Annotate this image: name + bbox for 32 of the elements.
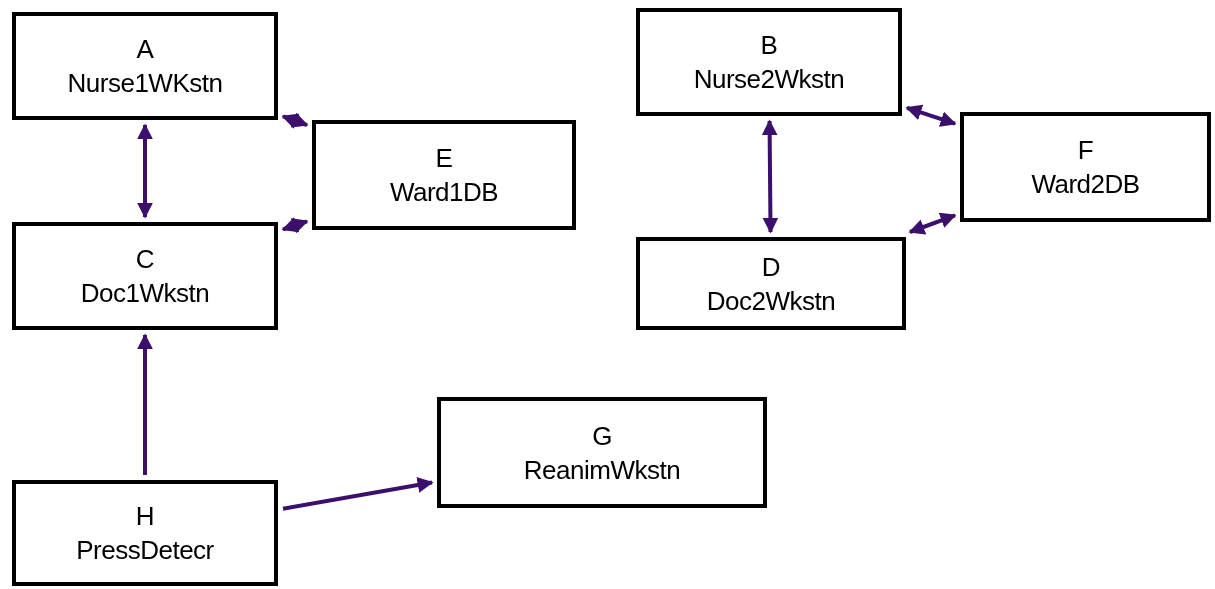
process-box [437,397,767,508]
node-label: Ward2DB [1031,168,1140,201]
arrow [905,104,957,127]
process-box [312,120,576,230]
process-box [12,12,278,120]
node-label: B [760,29,778,62]
arrow [137,333,153,475]
process-box [12,222,278,330]
arrow [908,212,957,235]
node-label: PressDetecr [76,534,214,567]
process-box [12,480,278,586]
node-label: Doc2Wkstn [706,284,836,318]
node-label: G [592,419,612,453]
arrow [281,112,309,129]
node-label: Nurse1WKstn [67,67,223,100]
process-box [960,112,1211,222]
node-label: ReanimWkstn [523,453,681,487]
node-label: Ward1DB [389,176,499,209]
node-label: C [135,243,155,276]
node-label: D [761,250,781,284]
node-label: H [135,500,155,533]
node-label: Nurse2Wkstn [693,63,845,96]
arrow [137,123,153,219]
process-box [636,8,902,116]
node-label: A [136,33,154,66]
arrow [281,217,309,234]
node-label: Doc1Wkstn [80,277,210,310]
node-label: F [1077,134,1094,167]
node-label: E [435,142,453,175]
arrow [282,477,434,511]
process-box [636,237,906,330]
arrow [761,119,779,234]
